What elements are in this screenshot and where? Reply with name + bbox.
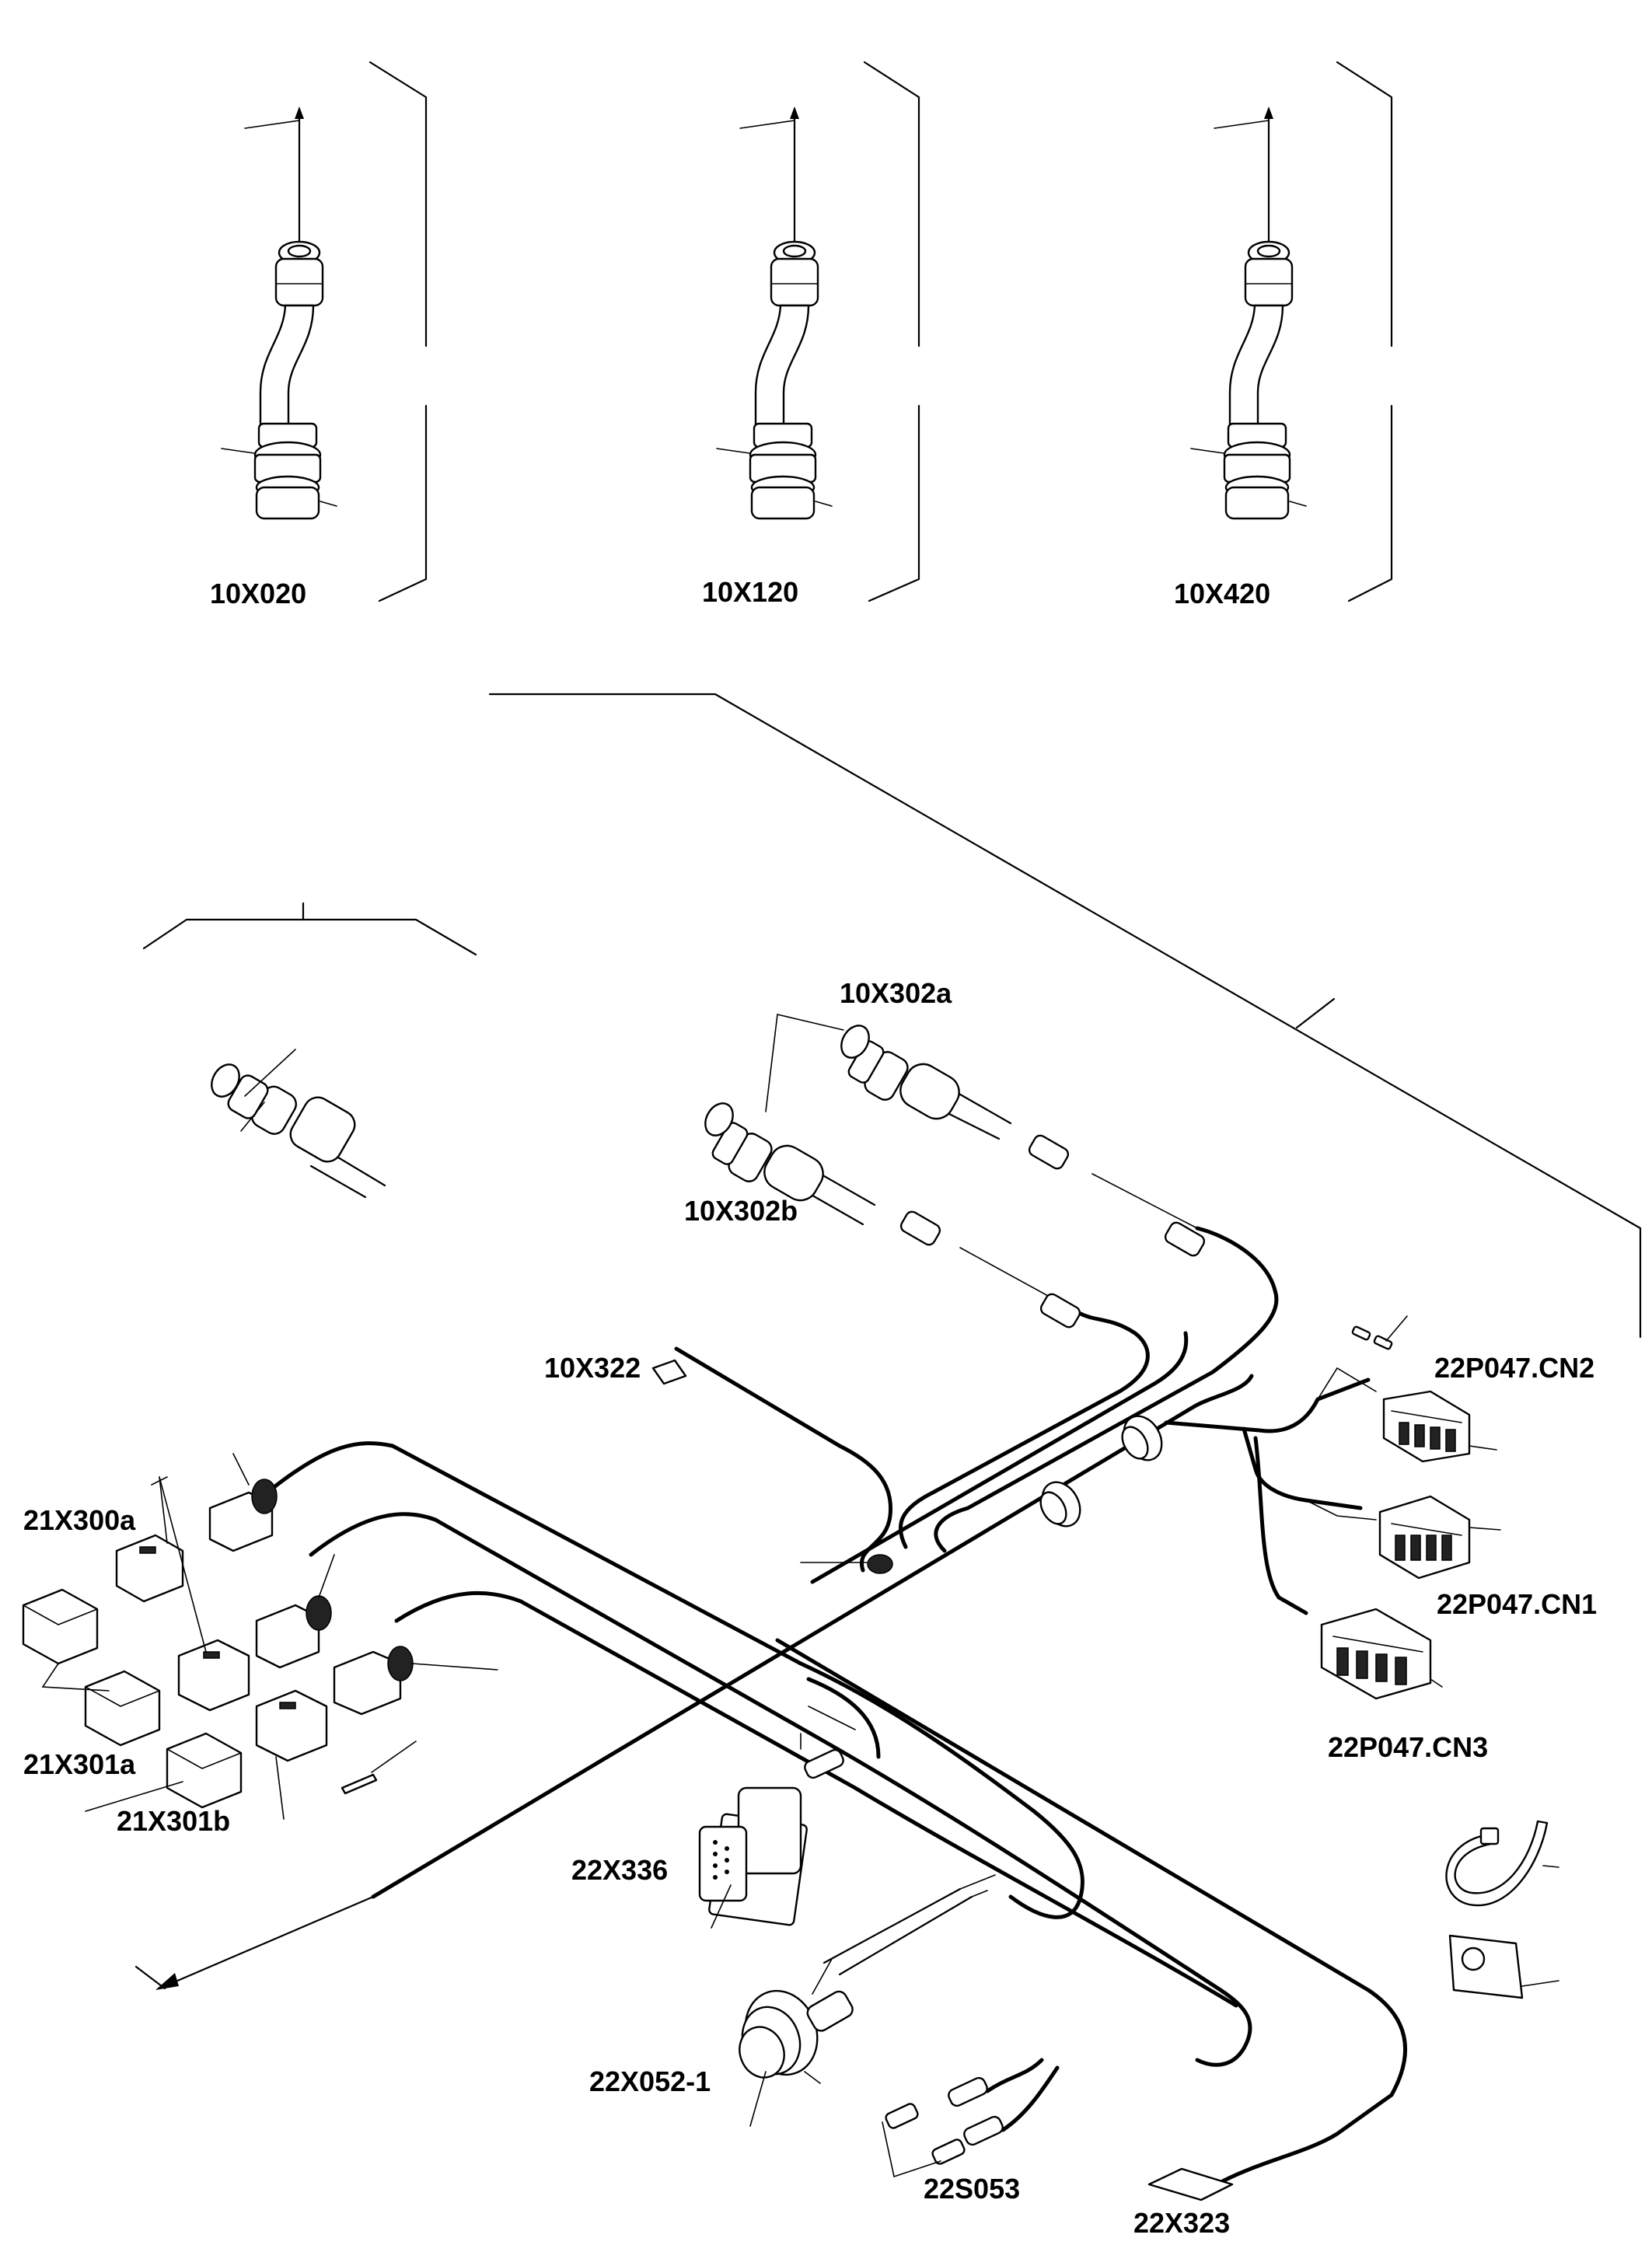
connector-22p047-cn2 (1382, 1390, 1497, 1463)
label-21x301a: 21X301a (23, 1748, 136, 1780)
label-22x052-1: 22X052-1 (589, 2065, 711, 2097)
connector-22x323 (1147, 2167, 1234, 2201)
label-22p047-cn2: 22P047.CN2 (1434, 1352, 1594, 1384)
label-22p047-cn3: 22P047.CN3 (1328, 1731, 1488, 1763)
label-21x301b: 21X301b (117, 1805, 230, 1837)
connector-22p047-pin (1351, 1315, 1408, 1350)
label-10x322: 10X322 (544, 1352, 641, 1384)
connector-10x120 (715, 61, 920, 602)
left-sensor-assembly (211, 1049, 386, 1199)
connector-22p047-cn3 (1320, 1608, 1443, 1700)
connector-22x052-1 (739, 1958, 854, 2127)
connector-22x336 (698, 1733, 844, 1929)
connector-21x301b (85, 1732, 417, 1820)
connector-10x420 (1189, 61, 1393, 602)
inline-connectors (899, 1134, 1206, 1329)
label-10x120: 10X120 (702, 576, 798, 608)
connector-22p047-cn1 (1378, 1495, 1501, 1580)
main-harness-bracket (488, 693, 1642, 1339)
connector-10x302a (765, 1014, 1012, 1140)
label-10x302a: 10X302a (840, 977, 952, 1009)
label-10x420: 10X420 (1174, 578, 1270, 609)
harness-cables (134, 1173, 1408, 2187)
connector-21x300a-parts (115, 1453, 498, 1762)
label-22x336: 22X336 (571, 1854, 668, 1886)
mounting-plate (1448, 1934, 1559, 1999)
label-22x323: 22X323 (1133, 2207, 1230, 2239)
label-10x020: 10X020 (210, 578, 306, 609)
label-22s053: 22S053 (924, 2173, 1020, 2205)
connector-10x020 (220, 61, 428, 602)
left-group-bracket (142, 902, 477, 956)
connector-22s053 (882, 2076, 1004, 2178)
label-21x300a: 21X300a (23, 1504, 136, 1536)
label-10x302b: 10X302b (684, 1195, 798, 1227)
grommets (800, 1415, 1163, 1574)
label-22p047-cn1: 22P047.CN1 (1437, 1588, 1597, 1620)
connector-10x302b (704, 1102, 876, 1226)
cable-tie (1445, 1820, 1559, 1907)
connector-10x322 (651, 1359, 687, 1385)
connector-21x301a (22, 1588, 161, 1747)
